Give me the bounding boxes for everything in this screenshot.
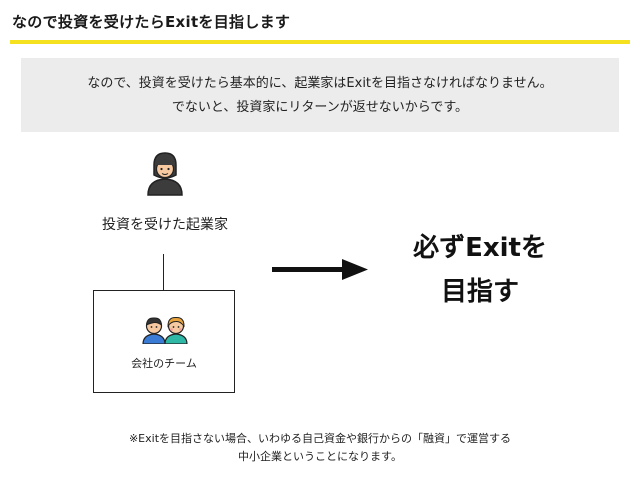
right-arrow-icon [272,259,368,280]
goal-text: 必ずExitを 目指す [380,226,580,314]
goal-line-2: 目指す [440,277,519,307]
footnote-line-1: ※Exitを目指さない場合、いわゆる自己資金や銀行からの「融資」で運営する [128,432,512,445]
callout-line-2: でないと、投資家にリターンが返せないからです。 [171,100,469,115]
goal-line-1: 必ずExitを [413,233,547,263]
team-box: 会社のチーム [93,290,235,393]
connector-line [163,254,164,290]
footnote-line-2: 中小企業ということになります。 [238,450,402,463]
person-hooded-icon [147,152,183,196]
explanation-callout: なので、投資を受けたら基本的に、起業家はExitを目指さなければなりません。 で… [21,58,619,132]
title-underline [10,40,630,44]
team-label: 会社のチーム [131,357,197,370]
two-people-icon [142,316,188,344]
page-title: なので投資を受けたらExitを目指します [12,13,291,31]
footnote: ※Exitを目指さない場合、いわゆる自己資金や銀行からの「融資」で運営する 中小… [0,430,640,466]
founder-label: 投資を受けた起業家 [102,217,228,233]
callout-line-1: なので、投資を受けたら基本的に、起業家はExitを目指さなければなりません。 [87,76,553,91]
